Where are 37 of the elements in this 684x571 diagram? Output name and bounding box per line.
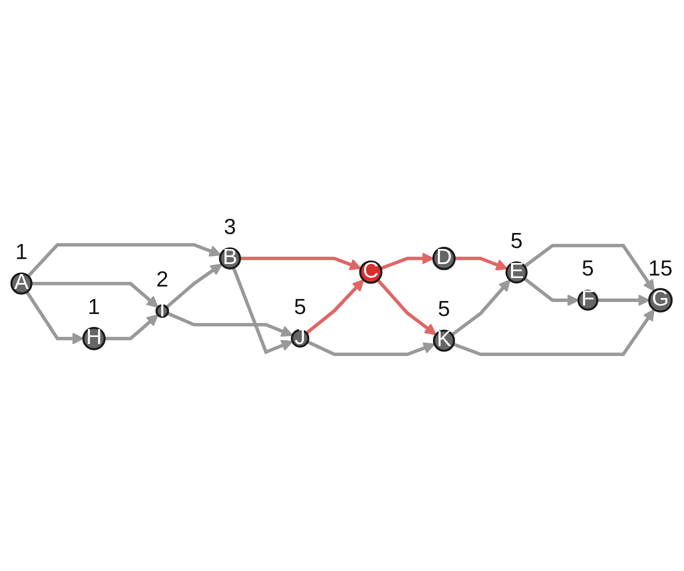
arrow [451,279,510,336]
node-circle: B [218,247,242,270]
arrow [523,277,580,306]
arrow [31,282,158,308]
value-label: 15 [648,256,673,281]
arrow [524,244,655,292]
arrow [376,278,437,336]
arrow [380,252,434,270]
value-label: 1 [15,238,28,264]
node-circle: E [506,261,528,284]
value-label: 5 [582,256,594,281]
arrow [27,243,222,278]
value-label: 3 [224,214,236,239]
value-label: 1 [88,294,100,319]
value-label: 5 [510,228,523,253]
arrow [25,291,84,345]
arrow [454,256,508,270]
arrow [452,308,655,356]
arrow [166,312,294,337]
arrow [240,256,362,270]
node-circle: J [290,329,310,348]
node-circle: C [359,260,382,284]
node-circle: D [432,246,456,270]
value-label: 5 [294,294,306,319]
node-circle: F [577,290,598,311]
node-circle: A [10,272,32,295]
node-circle: G [648,288,673,312]
arrow [305,279,364,335]
arrow [306,340,436,356]
node-circle: K [432,330,456,352]
arrow [166,264,222,309]
arrow [104,314,158,340]
value-label: 2 [156,266,168,292]
arrow [232,267,294,354]
arrow [597,294,650,306]
node-circle: H [82,326,106,350]
value-label: 5 [438,296,450,322]
